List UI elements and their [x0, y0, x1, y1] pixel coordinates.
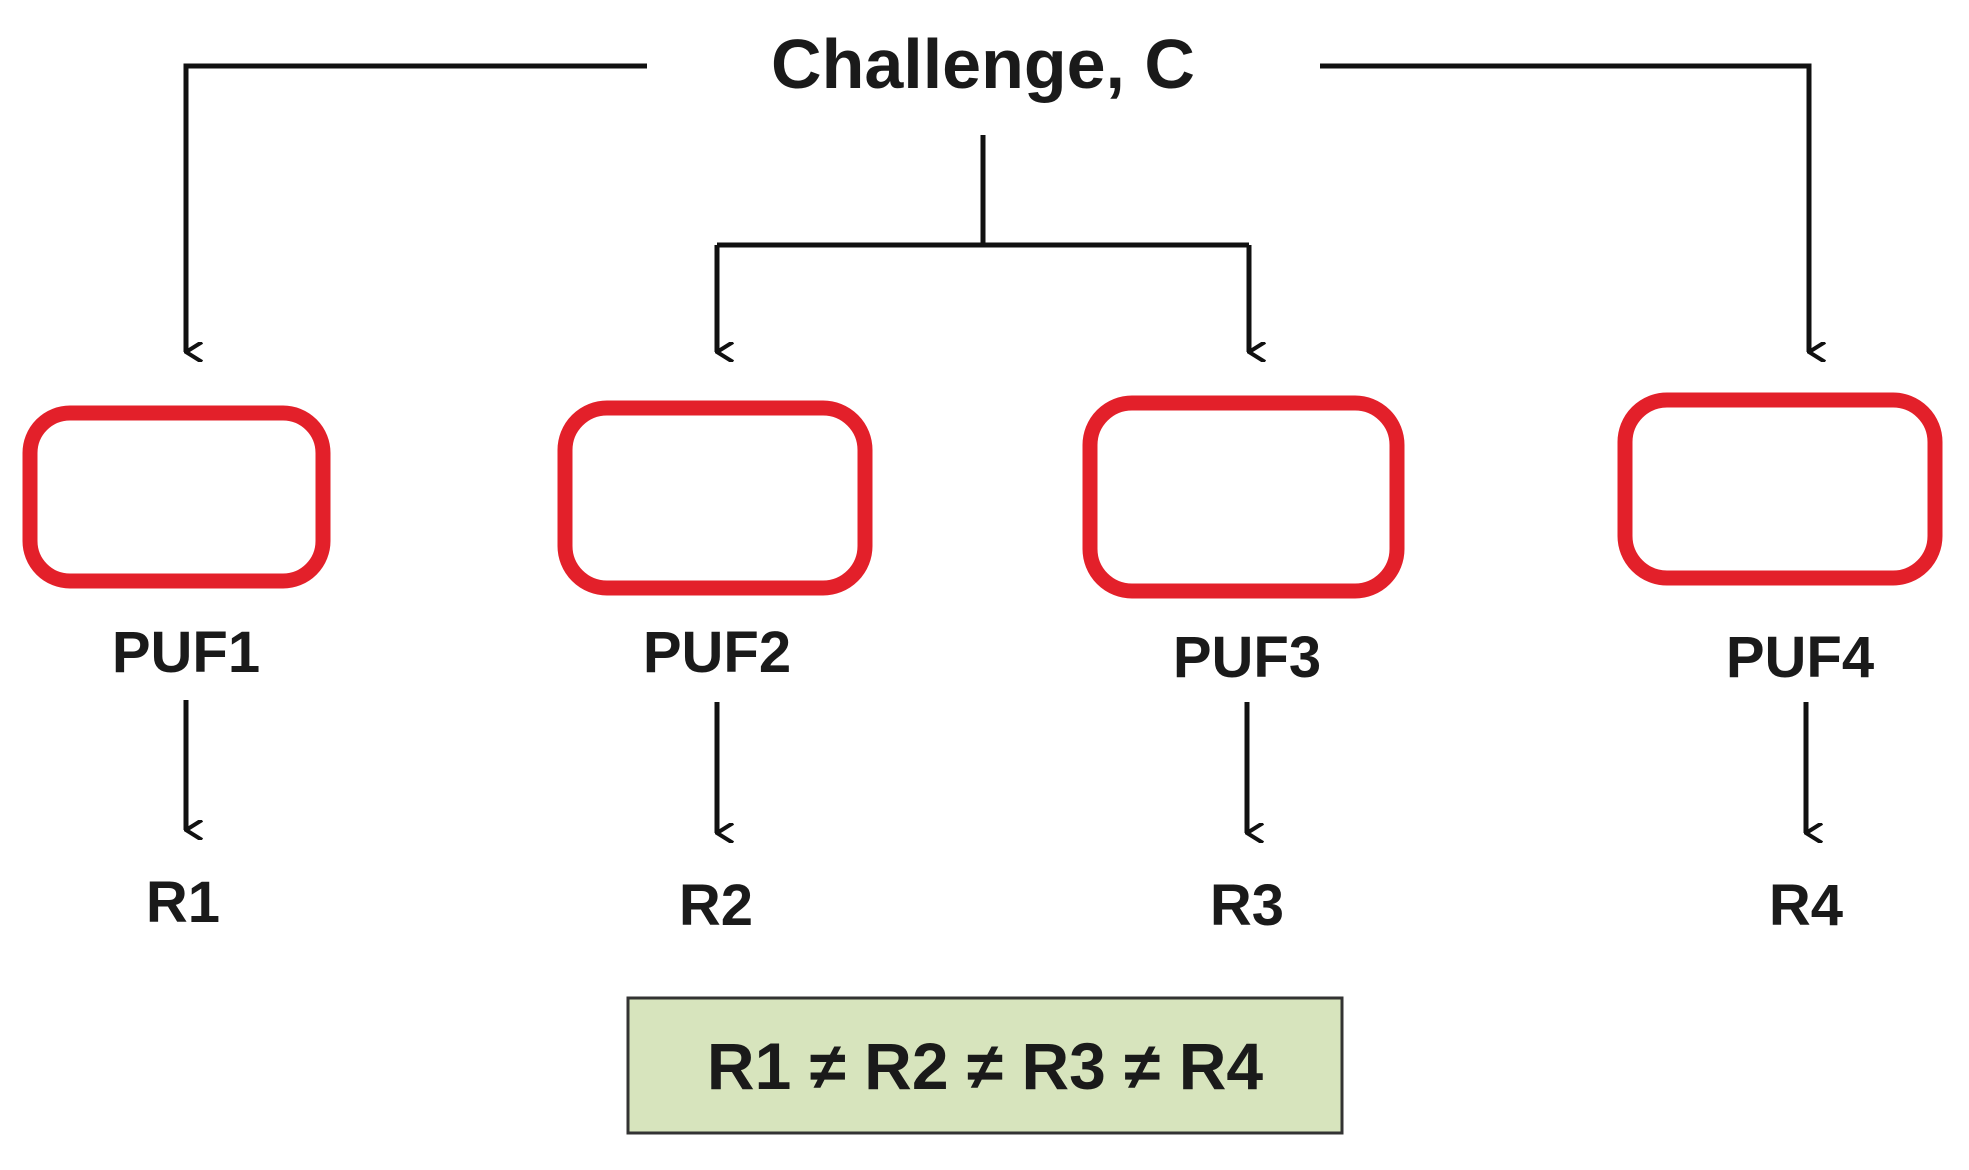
r2-label: R2 — [679, 873, 753, 938]
r4-label: R4 — [1769, 873, 1843, 938]
inequality-box — [626, 996, 1344, 1135]
puf2-label: PUF2 — [643, 620, 791, 685]
puf1-label: PUF1 — [112, 620, 260, 685]
puf4-label: PUF4 — [1726, 625, 1874, 690]
puf2-box — [557, 400, 873, 596]
puf3-label: PUF3 — [1173, 625, 1321, 690]
puf1-box — [22, 405, 331, 589]
challenge-label: Challenge, C — [771, 25, 1195, 103]
puf4-box — [1617, 392, 1943, 586]
r3-label: R3 — [1210, 873, 1284, 938]
r1-label: R1 — [146, 870, 220, 935]
challenge-to-puf1-wire — [183, 63, 647, 352]
inequality-text: R1 ≠ R2 ≠ R3 ≠ R4 — [707, 1029, 1263, 1103]
puf3-box — [1082, 395, 1405, 599]
challenge-to-puf4-wire — [1320, 63, 1809, 352]
